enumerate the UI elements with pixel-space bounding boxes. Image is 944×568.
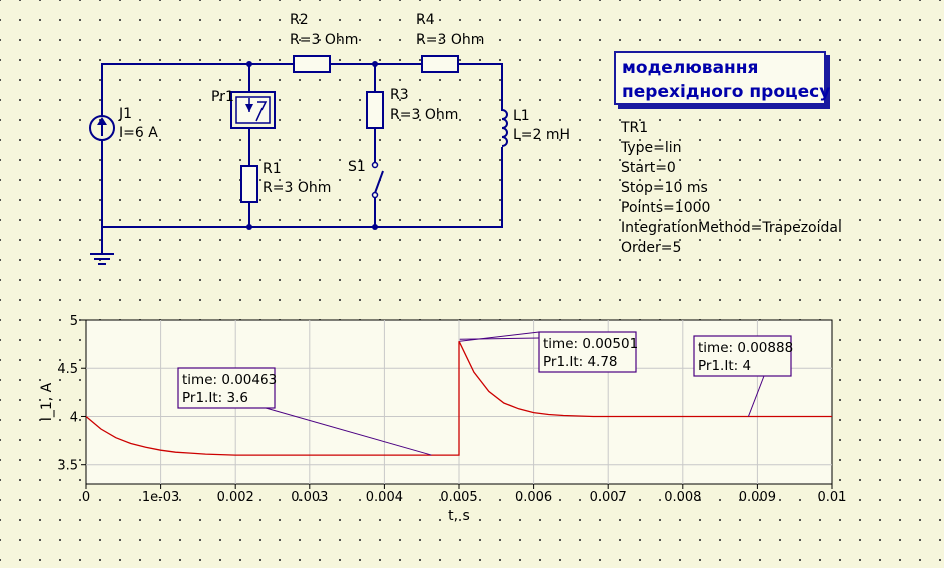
x-tick-label: 0.009 <box>739 490 776 505</box>
resistor-r1[interactable] <box>240 165 258 203</box>
title-line-1: моделювання <box>622 58 759 78</box>
y-axis-label: I_1, A <box>39 382 55 421</box>
sim-param: IntegrationMethod=Trapezoidal <box>621 220 842 236</box>
resistor-r4[interactable] <box>421 55 459 73</box>
marker-box <box>693 335 792 377</box>
marker-pointer <box>747 375 765 417</box>
r2-name: R2 <box>290 12 309 28</box>
marker-time: time: 0.00888 <box>698 340 793 356</box>
title-box[interactable]: моделювання перехідного процесу <box>614 51 831 105</box>
r1-name: R1 <box>263 161 282 177</box>
marker-value: Pr1.It: 4 <box>698 358 751 374</box>
x-tick-label: 0 <box>82 490 90 505</box>
inductor-l1[interactable] <box>501 109 508 147</box>
x-tick-label: 0.005 <box>440 490 477 505</box>
r3-name: R3 <box>390 87 409 103</box>
sim-param: Stop=10 ms <box>621 180 708 196</box>
sim-param: Order=5 <box>621 240 681 256</box>
s1-name: S1 <box>348 159 366 175</box>
marker-value: Pr1.It: 3.6 <box>182 390 248 406</box>
j1-name: J1 <box>118 106 132 122</box>
x-tick-label: 0.006 <box>515 490 552 505</box>
marker-pointer <box>459 337 540 340</box>
marker-value: Pr1.It: 4.78 <box>543 354 618 370</box>
resistor-r3[interactable] <box>366 91 384 129</box>
y-tick-label: 4 <box>70 410 78 425</box>
x-tick-label: 0.003 <box>291 490 328 505</box>
title-line-2: перехідного процесу <box>622 82 831 102</box>
r2-value: R=3 Ohm <box>290 32 358 48</box>
plot-ticks: 0 1e-03 0.002 0.003 0.004 0.005 0.006 0.007 0.00… <box>57 314 846 505</box>
plot-traces <box>85 340 832 456</box>
resistor-r2[interactable] <box>293 55 331 73</box>
switch-s1[interactable] <box>371 161 384 199</box>
x-tick-label: 0.007 <box>590 490 627 505</box>
sim-param: Type=lin <box>620 140 682 156</box>
r4-name: R4 <box>416 12 435 28</box>
r1-value: R=3 Ohm <box>263 180 331 196</box>
marker-time: time: 0.00501 <box>543 336 638 352</box>
series-line-i1 <box>85 340 832 456</box>
current-source-j1[interactable] <box>89 115 115 141</box>
wires <box>101 63 503 255</box>
sim-name[interactable]: TR1 <box>620 120 648 136</box>
marker-time: time: 0.00463 <box>182 372 277 388</box>
marker-pointer <box>459 331 540 342</box>
pr1-name: Pr1 <box>211 89 234 105</box>
ground-icon[interactable] <box>90 253 114 265</box>
sim-param: Points=1000 <box>621 200 710 216</box>
x-tick-label: 1e-03 <box>142 490 180 505</box>
l1-value: L=2 mH <box>513 127 570 143</box>
y-tick-label: 3.5 <box>57 459 78 474</box>
arrow-up-icon <box>97 117 107 125</box>
marker-pointer <box>265 407 432 456</box>
r4-value: R=3 Ohm <box>416 32 484 48</box>
x-axis-label: t, s <box>448 508 470 524</box>
x-tick-label: 0.008 <box>664 490 701 505</box>
x-tick-label: 0.004 <box>366 490 403 505</box>
marker-box <box>538 331 637 373</box>
current-probe-pr1[interactable] <box>230 91 276 129</box>
junction-dots <box>246 61 378 230</box>
l1-name: L1 <box>513 108 530 124</box>
probe-meter-icon <box>255 101 268 122</box>
x-tick-label: 0.01 <box>818 490 847 505</box>
y-tick-label: 4.5 <box>57 362 78 377</box>
marker-box <box>177 367 276 409</box>
y-tick-label: 5 <box>70 314 78 329</box>
j1-value: I=6 A <box>119 125 158 141</box>
sim-param: Start=0 <box>621 160 676 176</box>
x-tick-label: 0.002 <box>217 490 254 505</box>
r3-value: R=3 Ohm <box>390 107 458 123</box>
